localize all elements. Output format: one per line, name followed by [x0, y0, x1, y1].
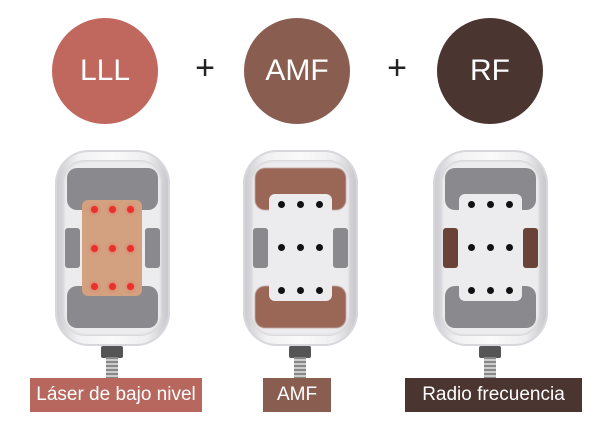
center-plate — [459, 194, 522, 301]
electrode-pad-right — [333, 228, 348, 268]
electrode-pad-left — [443, 228, 458, 268]
amf-device-image — [243, 150, 358, 380]
laser-device-image — [55, 150, 170, 380]
electrode-pad-left — [253, 228, 268, 268]
emitter-dot — [505, 244, 513, 251]
emitter-dot — [278, 244, 286, 251]
laser-label: Láser de bajo nivel — [30, 378, 202, 412]
device-shell — [55, 150, 170, 346]
emitter-dot — [278, 286, 286, 294]
amf-label: AMF — [263, 378, 331, 412]
electrode-pad-right — [523, 228, 538, 268]
emitter-dot — [108, 282, 116, 290]
emitter-dot — [315, 286, 323, 294]
emitter-dot — [315, 244, 323, 251]
emitter-dot — [108, 244, 116, 252]
emitter-dot — [90, 244, 98, 252]
emitter-dot — [468, 244, 476, 251]
plus-icon: + — [387, 49, 407, 87]
cable — [484, 357, 496, 380]
emitter-dot — [126, 244, 134, 252]
emitter-dot — [126, 206, 134, 214]
device-face — [63, 160, 162, 336]
emitter-dot — [487, 286, 494, 294]
emitter-dot — [90, 206, 98, 214]
emitter-dot — [108, 206, 116, 214]
center-plate — [269, 194, 332, 301]
amf-circle: AMF — [244, 18, 350, 124]
emitter-dot — [297, 286, 304, 294]
electrode-pad-left — [65, 228, 80, 268]
emitter-dot — [487, 201, 494, 209]
rf-label: Radio frecuencia — [405, 378, 582, 412]
emitter-dot — [278, 201, 286, 209]
device-shell — [433, 150, 548, 346]
cable-connector — [289, 346, 311, 358]
emitter-dot — [297, 244, 304, 251]
electrode-pad-right — [145, 228, 160, 268]
center-plate — [82, 200, 142, 296]
emitter-dot — [126, 282, 134, 290]
plus-icon: + — [195, 49, 215, 87]
emitter-dot — [505, 201, 513, 209]
device-face — [251, 160, 350, 336]
rf-circle: RF — [437, 18, 543, 124]
device-shell — [243, 150, 358, 346]
rf-device-image — [433, 150, 548, 380]
cable-connector — [101, 346, 123, 358]
emitter-dot — [90, 282, 98, 290]
emitter-dot — [487, 244, 494, 251]
lll-circle: LLL — [52, 18, 158, 124]
emitter-dot — [468, 201, 476, 209]
cable-connector — [479, 346, 501, 358]
emitter-dot — [505, 286, 513, 294]
cable — [294, 357, 306, 380]
emitter-dot — [297, 201, 304, 209]
emitter-dot — [468, 286, 476, 294]
device-face — [441, 160, 540, 336]
emitter-dot — [315, 201, 323, 209]
cable — [106, 357, 118, 380]
